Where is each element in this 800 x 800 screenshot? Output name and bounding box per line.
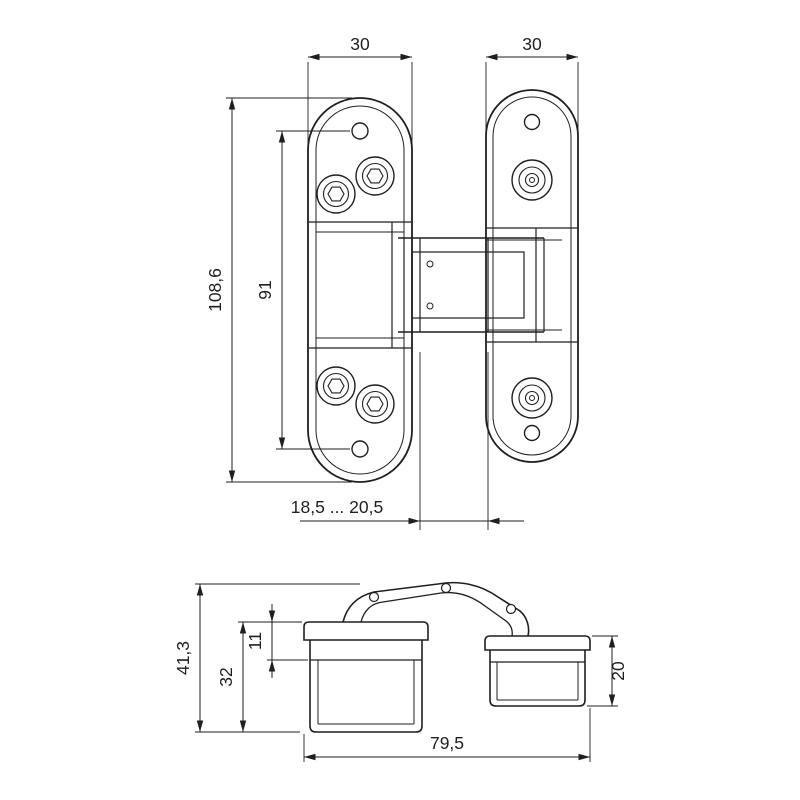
cap-screw-lower <box>511 377 553 419</box>
dim-side-overall-height: 41,3 <box>173 641 193 675</box>
dim-frame-part-height: 20 <box>608 661 628 681</box>
folding-arms <box>342 581 530 637</box>
screw-hole-top <box>523 113 541 131</box>
dim-cup-height: 32 <box>216 667 236 686</box>
cap-screw-upper <box>511 159 553 201</box>
hex-screw-lower-right <box>355 384 395 424</box>
screw-hole-top <box>351 122 369 140</box>
screw-hole-bottom <box>523 424 541 442</box>
hex-screw-upper-left <box>316 174 356 214</box>
pivot-pin-right <box>505 603 517 615</box>
hinge-linkage-top-view <box>391 222 545 348</box>
dim-overall-length: 79,5 <box>430 733 464 753</box>
dim-overall-height: 108,6 <box>205 268 225 312</box>
right-hinge-body <box>484 635 591 707</box>
side-view: 41,3 32 11 20 79,5 <box>173 581 628 762</box>
dim-hole-spacing: 91 <box>255 280 275 299</box>
left-mounting-plate <box>307 97 413 483</box>
screw-hole-bottom <box>351 440 369 458</box>
left-hinge-body <box>303 621 429 733</box>
pivot-pin-left <box>368 591 380 603</box>
hex-screw-upper-right <box>355 156 395 196</box>
top-view-dimensions: 30 30 108,6 91 18,5 ... 20,5 <box>205 34 579 530</box>
dim-left-plate-width: 30 <box>350 34 370 54</box>
side-view-dimensions: 41,3 32 11 20 79,5 <box>173 583 628 762</box>
right-mounting-plate <box>485 89 579 463</box>
top-view: 30 30 108,6 91 18,5 ... 20,5 <box>205 34 579 530</box>
dim-adjustment-range: 18,5 ... 20,5 <box>291 497 383 517</box>
pivot-pin-center <box>440 582 452 594</box>
dim-flange-height: 11 <box>245 632 265 650</box>
dim-right-plate-width: 30 <box>522 34 542 54</box>
hex-screw-lower-left <box>316 366 356 406</box>
